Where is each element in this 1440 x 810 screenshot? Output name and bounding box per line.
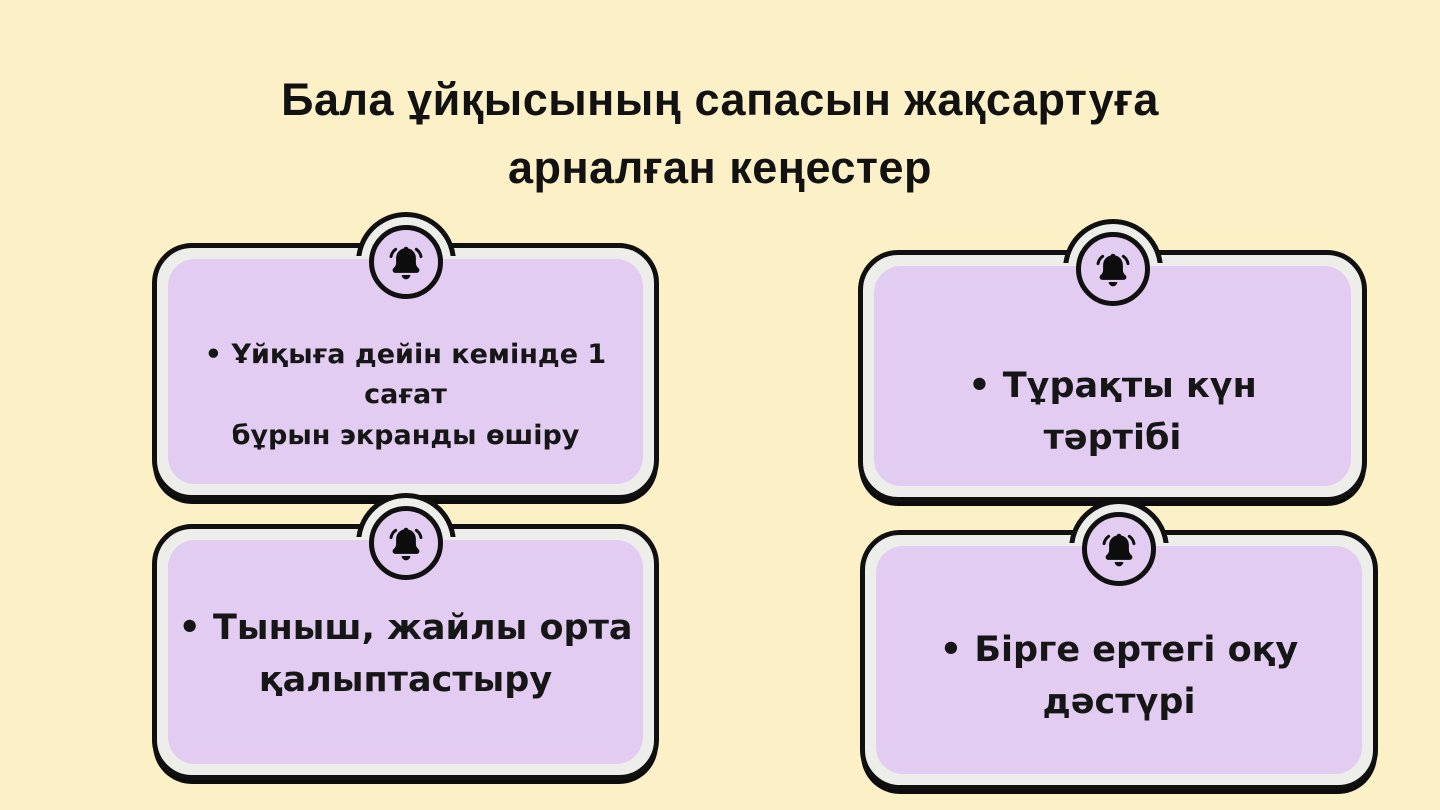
card-text: • Тыныш, жайлы орта қалыптастыру [168, 542, 643, 766]
card-text-line: • Ұйқыға дейін кемінде 1 сағат [204, 338, 607, 411]
slide-title-line: Бала ұйқысының сапасын жақсартуға [281, 74, 1159, 125]
bell-icon [368, 506, 443, 580]
tip-card-calm-environment: • Тыныш, жайлы орта қалыптастыру [152, 493, 659, 780]
card-text: • Бірге ертегі оқу дәстүрі [876, 562, 1362, 790]
card-text-line: • Бірге ертегі оқу [939, 629, 1299, 670]
slide-title: Бала ұйқысының сапасын жақсартуға арналғ… [0, 66, 1440, 201]
tip-card-fairy-tale: • Бірге ертегі оқу дәстүрі [860, 499, 1378, 790]
card-text: • Ұйқыға дейін кемінде 1 сағат бұрын экр… [168, 283, 643, 508]
card-text-line: қалыптастыру [258, 660, 553, 700]
slide-title-line: арналған кеңестер [507, 141, 932, 193]
bell-icon [1082, 512, 1156, 586]
card-text-line: • Тыныш, жайлы орта [178, 607, 633, 648]
card-text-line: • Тұрақты күн [968, 365, 1257, 406]
card-text: • Тұрақты күн тәртібі [874, 302, 1351, 522]
card-text-line: тәртібі [1043, 418, 1182, 458]
tip-card-daily-routine: • Тұрақты күн тәртібі [858, 219, 1367, 502]
bell-icon [1075, 232, 1150, 306]
card-text-line: дәстүрі [1042, 682, 1196, 722]
bell-icon [368, 225, 443, 299]
tip-card-screen-off: • Ұйқыға дейін кемінде 1 сағат бұрын экр… [152, 212, 659, 500]
card-text-line: бұрын экранды өшіру [231, 419, 580, 451]
